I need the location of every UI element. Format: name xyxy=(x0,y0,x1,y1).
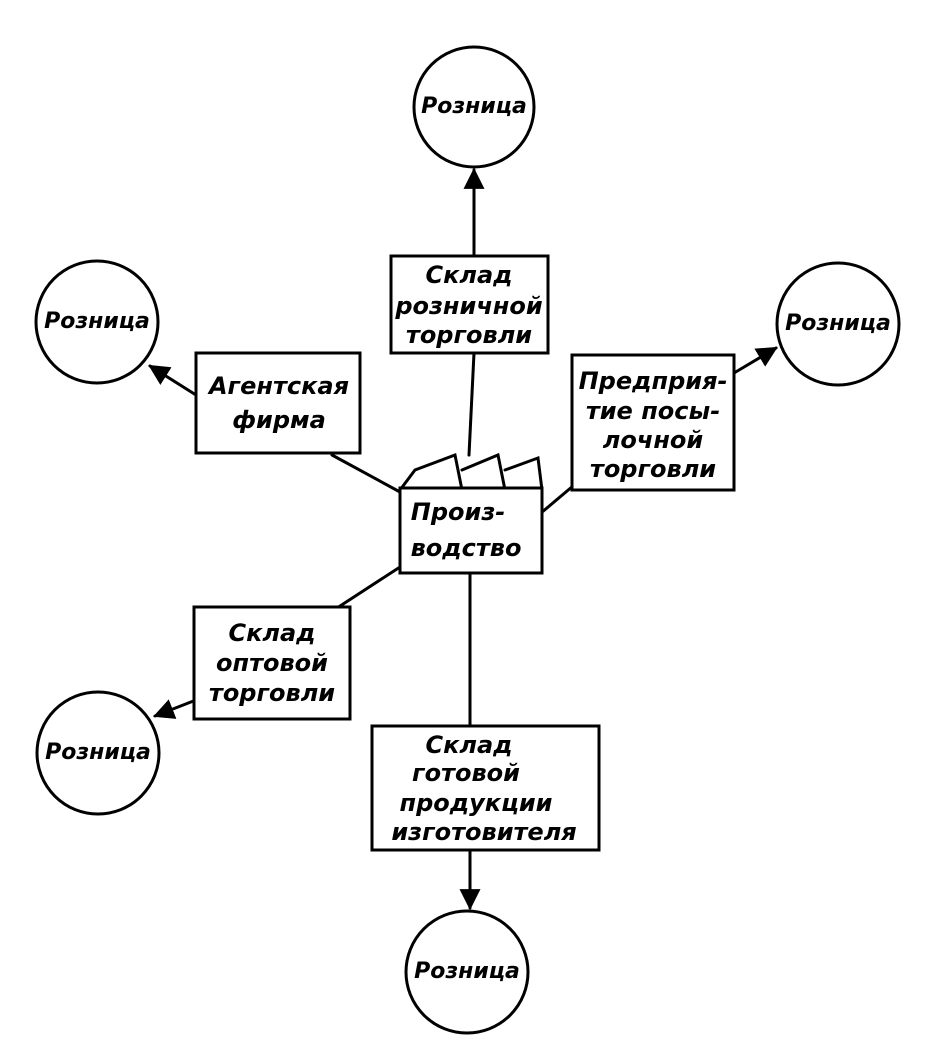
retail-node-bottom-label: Розница xyxy=(414,959,520,984)
retail-node-right-top-label: Розница xyxy=(785,311,891,336)
agent-firm-line-1: Агентская xyxy=(207,372,349,400)
retail-warehouse-box: Склад розничной торговли xyxy=(389,254,550,355)
production-line-1: Произ- xyxy=(411,498,505,526)
production-line-2: водство xyxy=(411,534,522,562)
retail-node-top: Розница xyxy=(412,45,536,169)
mail-order-line-4: торговли xyxy=(590,455,716,483)
agent-firm-box: Агентская фирма xyxy=(194,351,362,455)
retail-node-left-bottom: Розница xyxy=(35,690,161,816)
manufacturer-warehouse-box: Склад готовой продукции изготовителя xyxy=(370,724,601,852)
connector-production-to-mail-order xyxy=(539,484,575,515)
mail-order-line-3: лочной xyxy=(603,426,704,454)
mail-order-line-1: Предприя- xyxy=(579,367,728,395)
production-box: Произ- водство xyxy=(398,452,544,575)
wholesale-warehouse-line-3: торговли xyxy=(209,679,335,707)
retail-warehouse-line-3: торговли xyxy=(406,321,532,349)
retail-node-right-top: Розница xyxy=(775,261,901,387)
mail-order-line-2: тие посы- xyxy=(586,397,720,425)
connectors xyxy=(148,167,778,911)
wholesale-warehouse-line-1: Склад xyxy=(228,619,315,647)
retail-warehouse-line-1: Склад xyxy=(425,261,512,289)
agent-firm-line-2: фирма xyxy=(232,406,326,434)
wholesale-warehouse-line-2: оптовой xyxy=(216,649,328,677)
connector-agent-firm-to-retail xyxy=(148,364,198,397)
manufacturer-warehouse-line-1: Склад xyxy=(425,731,512,759)
connector-wholesale-to-retail xyxy=(153,698,198,719)
retail-node-top-label: Розница xyxy=(421,94,527,119)
mail-order-box: Предприя- тие посы- лочной торговли xyxy=(570,353,736,492)
manufacturer-warehouse-line-3: продукции xyxy=(400,789,553,817)
wholesale-warehouse-box: Склад оптовой торговли xyxy=(192,605,352,721)
manufacturer-warehouse-line-4: изготовителя xyxy=(391,818,576,846)
connector-production-to-agent-firm xyxy=(330,453,402,494)
retail-warehouse-line-2: розничной xyxy=(394,292,543,320)
retail-node-left-top-label: Розница xyxy=(44,309,150,334)
factory-roof-icon xyxy=(398,452,544,492)
manufacturer-warehouse-line-2: готовой xyxy=(412,759,520,787)
connector-mail-order-to-retail xyxy=(732,346,778,375)
retail-node-left-top: Розница xyxy=(34,259,160,385)
retail-node-bottom: Розница xyxy=(404,909,530,1035)
connector-production-to-retail-warehouse xyxy=(467,351,476,457)
retail-node-left-bottom-label: Розница xyxy=(45,740,151,765)
connector-production-to-wholesale xyxy=(335,565,402,610)
